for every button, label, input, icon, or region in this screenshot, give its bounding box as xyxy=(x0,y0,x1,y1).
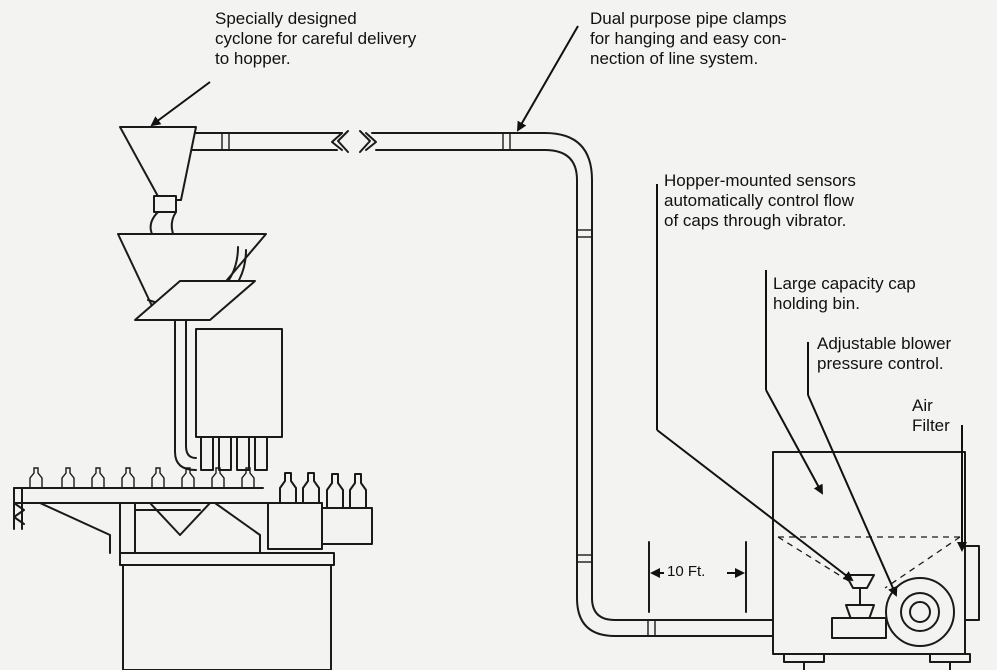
hopper-and-vibrator xyxy=(117,233,283,471)
callout-air-filter: Air Filter xyxy=(912,396,950,435)
leader-arrows xyxy=(150,25,967,597)
callout-holding-bin: Large capacity cap holding bin. xyxy=(773,274,916,313)
cap-holding-bin-unit xyxy=(772,451,980,670)
callout-sensors: Hopper-mounted sensors automatically con… xyxy=(664,171,856,230)
bottles xyxy=(29,467,367,509)
cyclone xyxy=(119,126,197,248)
callout-pipe-clamps: Dual purpose pipe clamps for hanging and… xyxy=(590,9,787,68)
dimension-label: 10 Ft. xyxy=(664,563,709,580)
callout-blower: Adjustable blower pressure control. xyxy=(817,334,952,373)
capping-machine xyxy=(13,467,373,670)
callout-cyclone: Specially designed cyclone for careful d… xyxy=(215,9,417,68)
